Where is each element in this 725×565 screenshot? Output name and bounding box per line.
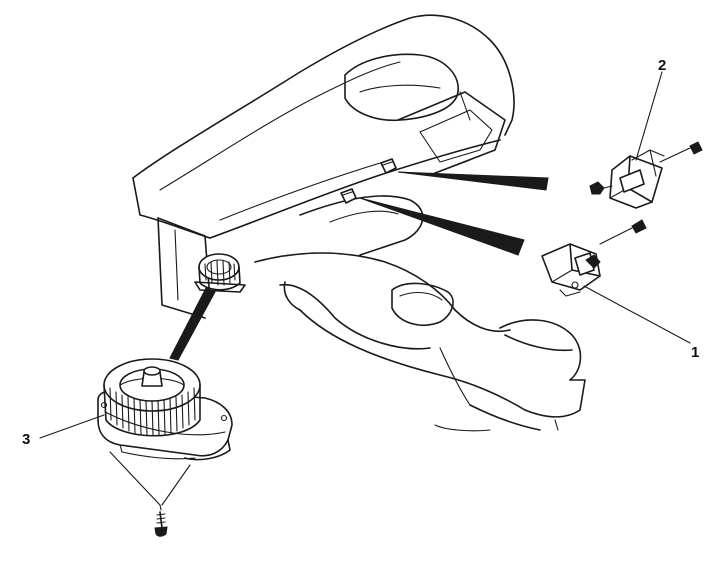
blower-motor-installed	[194, 253, 246, 293]
callout-1: 1	[691, 344, 699, 361]
switch-assembly-2	[589, 141, 703, 209]
dashboard	[132, 14, 515, 319]
callout-3: 3	[22, 431, 30, 448]
center-console	[254, 252, 586, 432]
switch-assembly-1	[541, 219, 647, 297]
leader-lines	[39, 71, 691, 439]
mounting-screw	[109, 451, 191, 537]
callout-2: 2	[658, 57, 666, 74]
blower-motor-exploded	[97, 358, 233, 461]
locator-wedges	[169, 171, 549, 361]
